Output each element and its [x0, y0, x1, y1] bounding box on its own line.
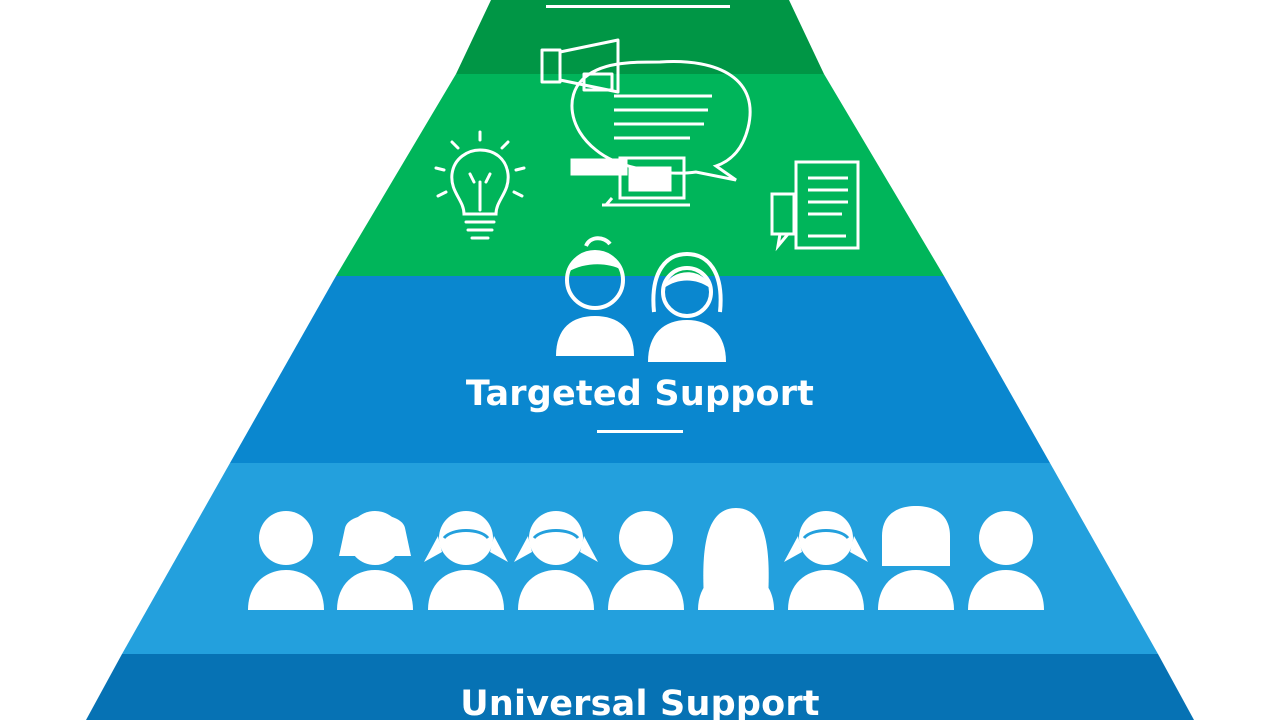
top-divider-line	[546, 5, 730, 8]
targeted-support-label: Targeted Support	[465, 374, 815, 414]
universal-support-label: Universal Support	[460, 684, 820, 724]
person-icon	[968, 511, 1044, 610]
person-icon	[248, 511, 324, 610]
targeted-divider-line	[597, 430, 683, 433]
person-short-hair-icon	[337, 511, 413, 610]
computer-icon	[570, 156, 690, 207]
girl-pigtails-icon	[424, 511, 508, 610]
person-icon	[608, 511, 684, 610]
document-icon	[770, 160, 860, 252]
girl-pigtails-icon	[514, 511, 598, 610]
pyramid-tier-intensive	[456, 0, 824, 74]
person-long-hair-icon	[698, 508, 774, 610]
girl-avatar-icon	[648, 251, 726, 362]
person-bob-hair-icon	[878, 506, 954, 610]
lightbulb-icon	[434, 130, 526, 240]
girl-pigtails-icon	[784, 511, 868, 610]
megaphone-icon	[540, 38, 620, 94]
boy-avatar-icon	[556, 236, 634, 356]
pyramid-tier-targeted	[230, 276, 1050, 463]
universal-people-row	[248, 506, 1044, 610]
pyramid-tier-universal	[86, 654, 1194, 720]
